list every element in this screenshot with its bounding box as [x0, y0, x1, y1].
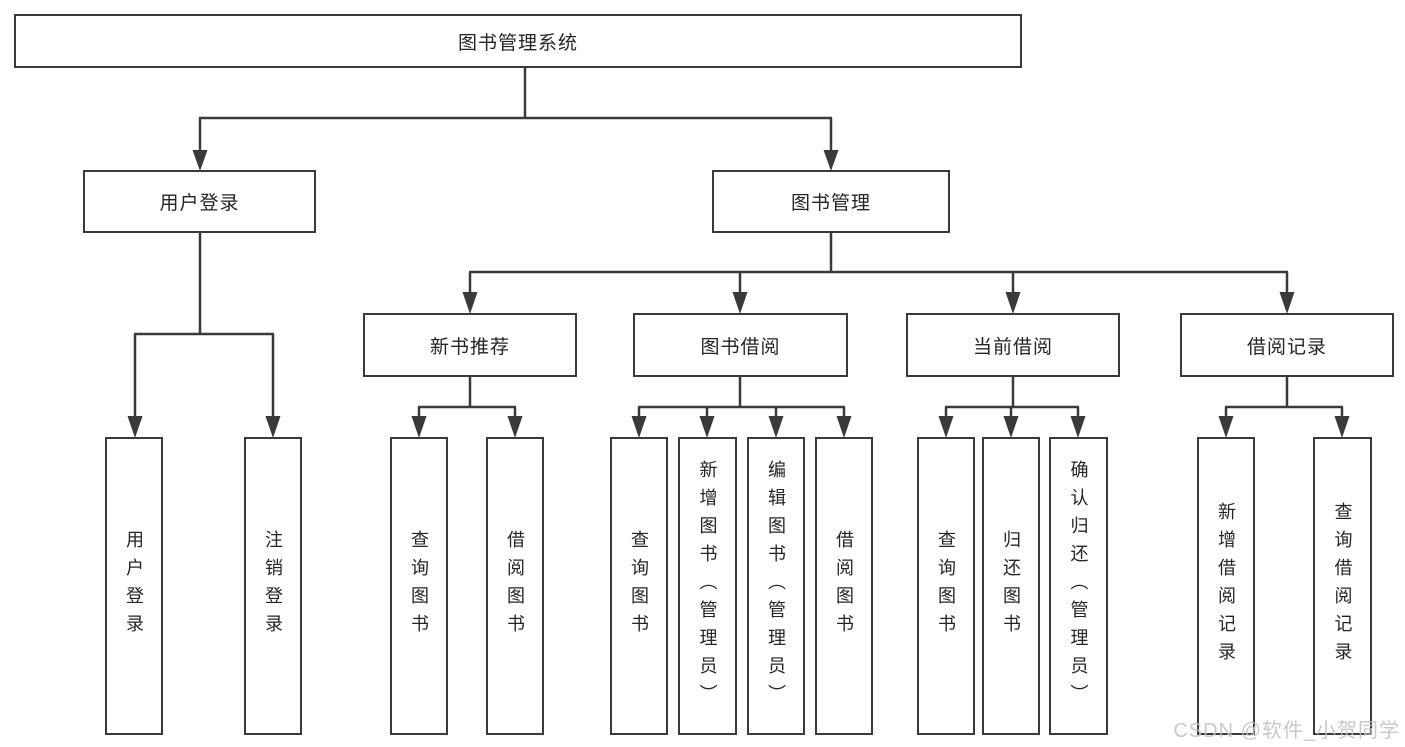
connector-userlogin-to-leaves	[133, 233, 275, 418]
node-leaf-bb-borrow-books: 借阅图书	[815, 437, 873, 735]
node-leaf-nbr-query-books: 查询图书	[390, 437, 448, 735]
node-leaf-bb-borrow-books-label: 借阅图书	[834, 530, 854, 642]
node-leaf-cb-query-books-label: 查询图书	[936, 530, 956, 642]
node-leaf-nbr-borrow-books: 借阅图书	[486, 437, 544, 735]
arrowhead	[836, 416, 852, 438]
node-leaf-bb-query-books-label: 查询图书	[629, 530, 649, 642]
node-leaf-bb-edit-books-admin-label: 编辑图书（管理员）	[766, 460, 786, 712]
arrowheads	[127, 150, 1350, 438]
node-leaf-br-add-record: 新增借阅记录	[1197, 437, 1255, 735]
arrowhead	[1218, 416, 1234, 438]
arrowhead	[1279, 292, 1295, 314]
node-book-borrowing: 图书借阅	[633, 313, 848, 377]
arrowhead	[462, 292, 478, 314]
arrowhead	[192, 150, 208, 171]
arrowhead	[631, 416, 647, 438]
node-leaf-cb-confirm-return-admin: 确认归还（管理员）	[1049, 437, 1108, 735]
arrowhead	[507, 416, 523, 438]
node-new-book-recommendation-label: 新书推荐	[429, 336, 510, 358]
node-book-borrowing-label: 图书借阅	[700, 336, 781, 358]
node-current-borrowing: 当前借阅	[906, 313, 1120, 377]
node-user-login: 用户登录	[83, 170, 316, 233]
connector-bookmgmt-to-level3	[468, 233, 1289, 294]
node-leaf-br-query-record-label: 查询借阅记录	[1332, 502, 1353, 670]
node-leaf-bb-query-books: 查询图书	[610, 437, 668, 735]
node-leaf-cb-return-books: 归还图书	[982, 437, 1040, 735]
node-book-management-label: 图书管理	[790, 193, 871, 214]
node-borrowing-records-label: 借阅记录	[1246, 336, 1327, 358]
node-leaf-logout-label: 注销登录	[263, 530, 283, 642]
node-user-login-label: 用户登录	[159, 193, 240, 214]
arrowhead	[1005, 292, 1021, 314]
node-leaf-logout: 注销登录	[244, 437, 302, 735]
arrowhead	[699, 416, 715, 438]
node-leaf-cb-return-books-label: 归还图书	[1001, 530, 1021, 642]
node-leaf-nbr-borrow-books-label: 借阅图书	[505, 530, 525, 642]
node-leaf-nbr-query-books-label: 查询图书	[409, 530, 429, 642]
node-leaf-br-add-record-label: 新增借阅记录	[1216, 502, 1236, 670]
connector-root-to-level2	[198, 68, 833, 152]
arrowhead	[1003, 416, 1019, 438]
node-leaf-bb-add-books-admin-label: 新增图书（管理员）	[697, 460, 718, 712]
arrowhead	[265, 416, 281, 438]
arrowhead	[127, 416, 143, 438]
node-current-borrowing-label: 当前借阅	[972, 336, 1053, 358]
arrowhead	[732, 292, 748, 314]
node-leaf-user-login: 用户登录	[105, 437, 163, 735]
node-leaf-cb-query-books: 查询图书	[917, 437, 975, 735]
arrowhead	[1334, 416, 1350, 438]
connector-bookborrow-to-leaves	[637, 377, 846, 418]
node-leaf-br-query-record: 查询借阅记录	[1313, 437, 1372, 735]
node-leaf-bb-add-books-admin: 新增图书（管理员）	[678, 437, 737, 735]
arrowhead	[823, 150, 839, 171]
arrowhead	[1070, 416, 1086, 438]
connector-borrowrecord-to-leaves	[1224, 377, 1344, 418]
node-root: 图书管理系统	[14, 14, 1022, 68]
connector-currentborrow-to-leaves	[944, 377, 1080, 418]
node-borrowing-records: 借阅记录	[1180, 313, 1394, 377]
connector-newbookrec-to-leaves	[417, 377, 517, 418]
arrowhead	[938, 416, 954, 438]
node-leaf-bb-edit-books-admin: 编辑图书（管理员）	[747, 437, 805, 735]
arrowhead	[768, 416, 784, 438]
node-leaf-user-login-label: 用户登录	[124, 530, 144, 642]
node-leaf-cb-confirm-return-admin-label: 确认归还（管理员）	[1068, 460, 1089, 712]
node-new-book-recommendation: 新书推荐	[363, 313, 577, 377]
arrowhead	[411, 416, 427, 438]
node-book-management: 图书管理	[712, 170, 950, 233]
node-root-label: 图书管理系统	[457, 32, 578, 54]
